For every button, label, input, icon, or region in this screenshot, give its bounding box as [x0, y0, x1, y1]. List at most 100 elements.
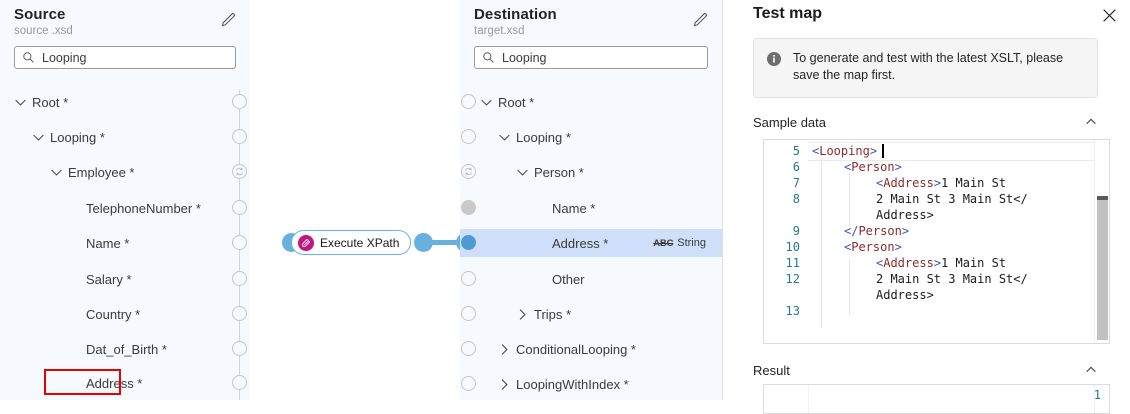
- sample-data-editor[interactable]: <Looping> <Person> <Address>1 Main St 2 Mai…: [763, 139, 1110, 344]
- tree-node-other[interactable]: Other: [460, 265, 722, 293]
- connector-dot-conditionallooping[interactable]: [461, 341, 476, 356]
- editor-code-area[interactable]: <Looping> <Person> <Address>1 Main St 2 Mai…: [808, 140, 1095, 343]
- editor-code-line[interactable]: <Person>: [844, 240, 902, 254]
- editor-code-line[interactable]: <Address>1 Main St: [876, 176, 1007, 190]
- execute-xpath-node[interactable]: Execute XPath: [291, 230, 412, 255]
- abc-type-icon: ABC: [653, 237, 674, 249]
- tree-node-person[interactable]: Person *: [460, 158, 722, 186]
- connector-dot-name[interactable]: [232, 235, 247, 250]
- connector-dot-datofbirth[interactable]: [232, 341, 247, 356]
- editor-scrollbar[interactable]: [1094, 140, 1109, 343]
- tree-node-label: Trips *: [534, 306, 572, 322]
- tree-node-salary[interactable]: Salary *: [0, 265, 250, 293]
- connector-dot-looping[interactable]: [461, 129, 476, 144]
- result-scrollbar[interactable]: [1094, 385, 1109, 413]
- source-title: Source: [14, 6, 66, 23]
- connector-dot-trips[interactable]: [461, 306, 476, 321]
- source-search-box[interactable]: [14, 46, 236, 69]
- editor-line-number: 12: [785, 272, 800, 286]
- save-map-info-banner: To generate and test with the latest XSL…: [753, 38, 1098, 98]
- editor-code-line[interactable]: </Person>: [844, 224, 910, 238]
- tree-node-looping[interactable]: Looping *: [460, 123, 722, 151]
- connector-dot-address[interactable]: [461, 235, 476, 250]
- editor-scrollbar-thumb[interactable]: [1097, 200, 1108, 340]
- chevron-up-icon[interactable]: [1084, 363, 1098, 377]
- editor-code-line[interactable]: <Person>: [844, 160, 902, 174]
- chevron-down-icon[interactable]: [50, 166, 63, 179]
- tree-node-employee[interactable]: Employee *: [0, 158, 250, 186]
- tree-node-label: Name *: [552, 200, 596, 216]
- tree-node-address[interactable]: Address *: [0, 369, 250, 397]
- destination-panel-header: Destination target.xsd: [460, 0, 722, 37]
- editor-indent-guide: [849, 174, 850, 226]
- connector-dot-telephonenumber[interactable]: [232, 200, 247, 215]
- tree-node-looping[interactable]: Looping *: [0, 123, 250, 151]
- search-icon: [22, 51, 35, 64]
- tree-node-loopingwithindex[interactable]: LoopingWithIndex *: [460, 370, 722, 398]
- connector-dot-root[interactable]: [461, 94, 476, 109]
- tree-node-datofbirth[interactable]: Dat_of_Birth *: [0, 335, 250, 363]
- tree-node-trips[interactable]: Trips *: [460, 300, 722, 328]
- source-subtitle: source .xsd: [14, 25, 73, 37]
- chevron-right-icon[interactable]: [516, 308, 529, 321]
- chevron-down-icon[interactable]: [14, 96, 27, 109]
- connector-dot-country[interactable]: [232, 306, 247, 321]
- source-panel-header: Source source .xsd: [0, 0, 250, 37]
- connector-dot-salary[interactable]: [232, 271, 247, 286]
- chevron-right-icon[interactable]: [498, 343, 511, 356]
- tree-node-root[interactable]: Root *: [0, 88, 250, 116]
- connector-dot-looping[interactable]: [232, 129, 247, 144]
- panel-divider: [722, 0, 723, 400]
- connector-dot-employee[interactable]: [232, 164, 247, 179]
- chevron-down-icon[interactable]: [516, 166, 529, 179]
- sample-data-label: Sample data: [753, 114, 826, 130]
- destination-search-input[interactable]: [502, 50, 700, 65]
- tree-node-label: TelephoneNumber *: [86, 200, 201, 216]
- connector-dot-address[interactable]: [232, 375, 247, 390]
- result-section-header[interactable]: Result: [753, 360, 1098, 380]
- editor-code-line[interactable]: 2 Main St 3 Main St</: [876, 272, 1028, 286]
- source-search-input[interactable]: [42, 50, 228, 65]
- destination-edit-pencil-icon[interactable]: [692, 10, 710, 28]
- tree-node-label: Person *: [534, 164, 584, 180]
- editor-code-line[interactable]: Address>: [876, 288, 934, 302]
- result-editor[interactable]: 1: [763, 384, 1110, 414]
- editor-line-number: 9: [792, 224, 800, 238]
- chevron-down-icon[interactable]: [32, 131, 45, 144]
- connector-dot-loopingwithindex[interactable]: [461, 376, 476, 391]
- editor-line-number-gutter: [764, 140, 808, 343]
- tree-node-name[interactable]: Name *: [460, 194, 722, 222]
- chevron-down-icon[interactable]: [480, 96, 493, 109]
- tree-node-name[interactable]: Name *: [0, 229, 250, 257]
- result-line-number: 1: [1093, 388, 1101, 402]
- tree-node-label: Root *: [498, 94, 535, 110]
- connector-dot-other[interactable]: [461, 271, 476, 286]
- chevron-down-icon[interactable]: [498, 131, 511, 144]
- tree-node-country[interactable]: Country *: [0, 300, 250, 328]
- connector-dot-person[interactable]: [461, 164, 476, 179]
- source-schema-panel: Source source .xsd Root * Looping * Employ…: [0, 0, 250, 400]
- editor-code-line[interactable]: 2 Main St 3 Main St</: [876, 192, 1028, 206]
- connector-dot-root[interactable]: [232, 94, 247, 109]
- chevron-up-icon[interactable]: [1084, 115, 1098, 129]
- result-label: Result: [753, 362, 790, 378]
- source-edit-pencil-icon[interactable]: [220, 10, 238, 28]
- destination-search-box[interactable]: [474, 46, 708, 69]
- editor-code-line[interactable]: <Address>1 Main St: [876, 256, 1007, 270]
- editor-code-line[interactable]: <Looping>: [812, 144, 878, 158]
- tree-node-label: Other: [552, 271, 585, 287]
- tree-node-root[interactable]: Root *: [460, 88, 722, 116]
- mapping-canvas[interactable]: Execute XPath: [250, 0, 475, 400]
- connector-dot-name[interactable]: [461, 200, 476, 215]
- tree-node-conditionallooping[interactable]: ConditionalLooping *: [460, 335, 722, 363]
- xpath-function-icon: [298, 234, 314, 251]
- editor-line-number: 13: [785, 304, 800, 318]
- editor-text-caret: [882, 144, 884, 158]
- close-icon[interactable]: [1101, 7, 1118, 24]
- sample-data-section-header[interactable]: Sample data: [753, 112, 1098, 132]
- xpath-node-output-handle[interactable]: [414, 233, 433, 252]
- chevron-right-icon[interactable]: [498, 378, 511, 391]
- tree-node-telephonenumber[interactable]: TelephoneNumber *: [0, 194, 250, 222]
- editor-code-line[interactable]: Address>: [876, 208, 934, 222]
